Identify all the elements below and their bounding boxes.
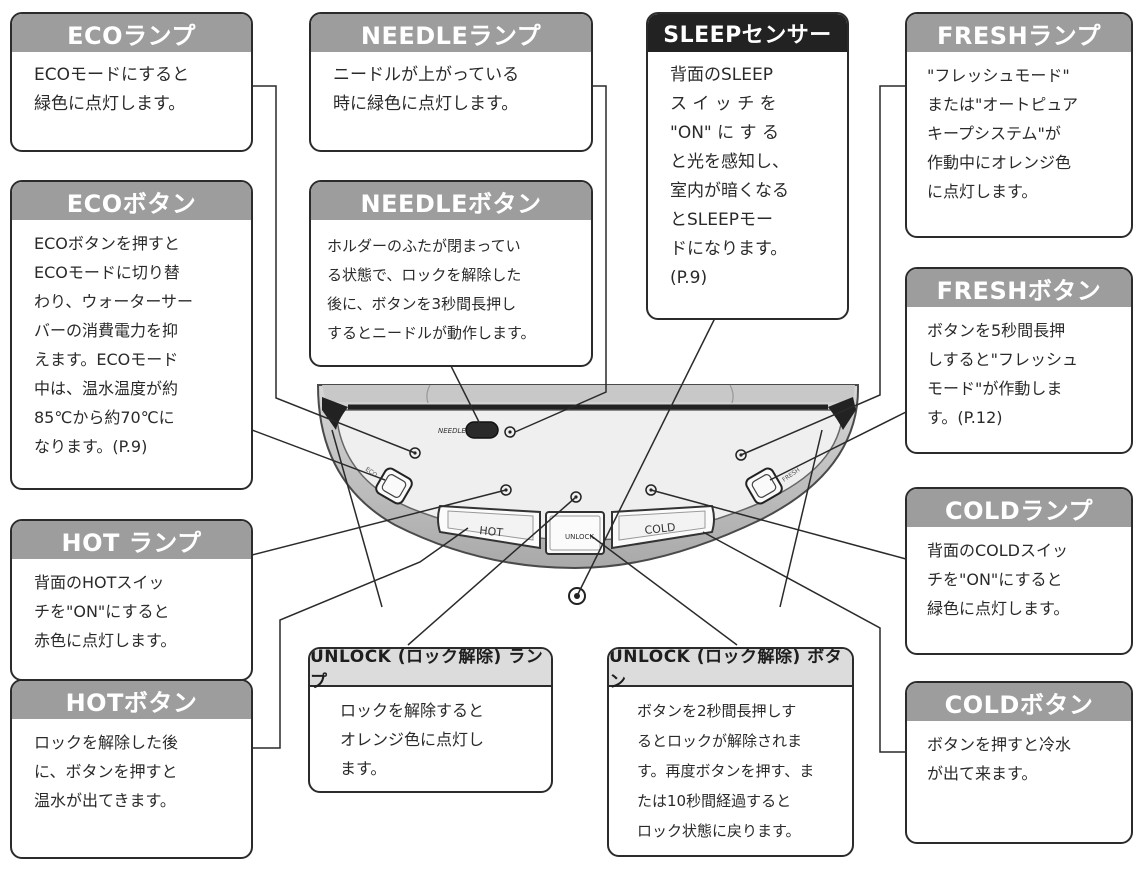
callout-text: ボタンを2秒間長押しす るとロックが解除されま す。再度ボタンを押す、ま たは1… xyxy=(637,702,815,840)
fresh-button[interactable] xyxy=(744,466,784,505)
callout-title: FRESHランプ xyxy=(907,14,1131,52)
callout-title: FRESHボタン xyxy=(907,269,1131,307)
hot-lamp xyxy=(500,484,512,496)
callout-eco-lamp: ECOランプ ECOモードにすると 緑色に点灯します。 xyxy=(10,12,253,152)
leader-lines xyxy=(251,85,907,753)
callout-text: "フレッシュモード" または"オートピュア キープシステム"が 作動中にオレンジ… xyxy=(927,66,1079,201)
callout-title: COLDボタン xyxy=(907,683,1131,721)
callout-text: ロックを解除すると オレンジ色に点灯し ます。 xyxy=(340,701,485,778)
callout-hot-lamp: HOT ランプ 背面のHOTスイッ チを"ON"にすると 赤色に点灯します。 xyxy=(10,519,253,681)
callout-text: 背面のHOTスイッ チを"ON"にすると 赤色に点灯します。 xyxy=(34,573,177,650)
callout-title: ECOボタン xyxy=(12,182,251,220)
hot-label: HOT xyxy=(479,524,504,539)
callout-unlock-lamp: UNLOCK (ロック解除) ランプ ロックを解除すると オレンジ色に点灯し ま… xyxy=(308,647,553,793)
unlock-label: UNLOCK xyxy=(565,533,594,541)
unlock-lamp xyxy=(570,491,582,503)
fresh-lamp xyxy=(735,449,747,461)
callout-text: ECOモードにすると 緑色に点灯します。 xyxy=(34,65,190,114)
callout-title: HOT ランプ xyxy=(12,521,251,559)
callout-title: ECOランプ xyxy=(12,14,251,52)
lamps xyxy=(409,426,747,503)
callout-text: 背面のCOLDスイッ チを"ON"にすると 緑色に点灯します。 xyxy=(927,541,1070,618)
callout-unlock-button: UNLOCK (ロック解除) ボタン ボタンを2秒間長押しす るとロックが解除さ… xyxy=(607,647,854,857)
callout-eco-button: ECOボタン ECOボタンを押すと ECOモードに切り替 わり、ウォーターサー … xyxy=(10,180,253,490)
callout-text: ホルダーのふたが閉まってい る状態で、ロックを解除した 後に、ボタンを3秒間長押… xyxy=(327,237,536,342)
callout-fresh-lamp: FRESHランプ "フレッシュモード" または"オートピュア キープシステム"が… xyxy=(905,12,1133,238)
callout-text: ボタンを5秒間長押 しすると"フレッシュ モード"が作動しま す。(P.12) xyxy=(927,321,1079,427)
cold-label: COLD xyxy=(644,521,676,537)
callout-title: HOTボタン xyxy=(12,681,251,719)
callout-fresh-button: FRESHボタン ボタンを5秒間長押 しすると"フレッシュ モード"が作動しま … xyxy=(905,267,1133,454)
callout-title: NEEDLEランプ xyxy=(311,14,591,52)
needle-button[interactable] xyxy=(465,421,499,439)
callout-needle-button: NEEDLEボタン ホルダーのふたが閉まってい る状態で、ロックを解除した 後に… xyxy=(309,180,593,367)
callout-title: SLEEPセンサー xyxy=(648,14,847,52)
callout-title: UNLOCK (ロック解除) ランプ xyxy=(310,649,551,692)
callout-sleep-sensor: SLEEPセンサー 背面のSLEEP ス イ ッ チ を "ON" に す る … xyxy=(646,12,849,320)
eco-lamp xyxy=(409,447,421,459)
callout-hot-button: HOTボタン ロックを解除した後 に、ボタンを押すと 温水が出てきます。 xyxy=(10,679,253,859)
callout-cold-lamp: COLDランプ 背面のCOLDスイッ チを"ON"にすると 緑色に点灯します。 xyxy=(905,487,1133,655)
unlock-button[interactable] xyxy=(545,511,605,555)
callout-title: COLDランプ xyxy=(907,489,1131,527)
eco-button[interactable] xyxy=(374,466,414,505)
callout-cold-button: COLDボタン ボタンを押すと冷水 が出て来ます。 xyxy=(905,681,1133,844)
callout-text: ロックを解除した後 に、ボタンを押すと 温水が出てきます。 xyxy=(34,733,179,810)
callout-text: 背面のSLEEP ス イ ッ チ を "ON" に す る と光を感知し、 室内… xyxy=(670,65,789,288)
needle-label: NEEDLE xyxy=(438,427,466,435)
callout-text: ニードルが上がっている 時に緑色に点灯します。 xyxy=(333,65,520,114)
callout-title: NEEDLEボタン xyxy=(311,182,591,220)
callout-needle-lamp: NEEDLEランプ ニードルが上がっている 時に緑色に点灯します。 xyxy=(309,12,593,152)
cold-lamp xyxy=(645,484,657,496)
panel-top xyxy=(322,385,855,402)
callout-text: ECOボタンを押すと ECOモードに切り替 わり、ウォーターサー バーの消費電力… xyxy=(34,234,194,456)
callout-text: ボタンを押すと冷水 が出て来ます。 xyxy=(927,735,1072,783)
callout-title: UNLOCK (ロック解除) ボタン xyxy=(609,649,852,692)
